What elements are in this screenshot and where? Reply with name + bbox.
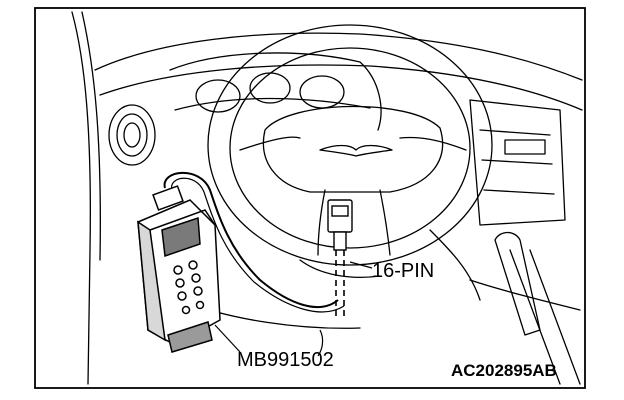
gear-shift xyxy=(494,231,541,336)
figure-id: AC202895AB xyxy=(451,361,557,380)
left-air-vent xyxy=(108,104,156,166)
center-stack xyxy=(469,99,566,226)
scan-tool-keypad xyxy=(173,260,205,315)
callout-16-pin: 16-PIN xyxy=(372,260,435,282)
tool-cable xyxy=(163,171,339,309)
steering-wheel-hub xyxy=(262,105,444,193)
figure-frame xyxy=(34,7,586,389)
instrument-cluster xyxy=(169,52,382,131)
leader-mb991502 xyxy=(214,324,241,353)
leader-16pin xyxy=(349,261,373,269)
scan-tool-screen xyxy=(161,216,201,258)
16-pin-connector xyxy=(327,199,353,251)
dash-top xyxy=(94,32,583,81)
scan-tool-device xyxy=(137,185,221,353)
emblem xyxy=(319,144,393,157)
steering-wheel-spokes xyxy=(239,136,467,256)
callout-mb991502: MB991502 xyxy=(237,349,334,371)
steering-wheel-rim xyxy=(207,24,493,266)
connector-harness xyxy=(335,250,345,320)
a-pillar xyxy=(71,11,101,385)
